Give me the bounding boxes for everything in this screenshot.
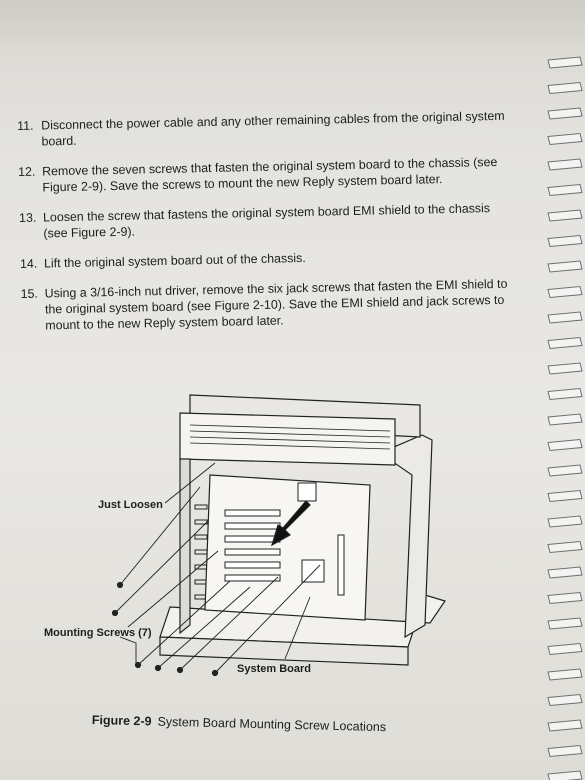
removal-arrow xyxy=(271,500,311,547)
chassis-left-wall xyxy=(179,458,191,635)
step-text: Disconnect the power cable and any other… xyxy=(41,108,505,149)
binding-coil xyxy=(547,693,583,707)
step-13: 13. Loosen the screw that fastens the or… xyxy=(19,200,510,242)
step-number: 15. xyxy=(20,286,39,301)
callout-mounting-screws: Mounting Screws (7) xyxy=(44,627,152,639)
expansion-slots xyxy=(194,504,208,600)
figure-2-9: Just Loosen Mounting Screws (7) System B… xyxy=(40,375,460,685)
binding-coil xyxy=(547,744,583,758)
binding-coil xyxy=(547,107,583,120)
binding-coil xyxy=(547,515,583,528)
step-number: 13. xyxy=(18,210,37,225)
binding-coil xyxy=(547,132,583,146)
binding-coil xyxy=(547,260,583,273)
step-text: Remove the seven screws that fasten the … xyxy=(41,154,498,195)
binding-coil xyxy=(547,566,583,579)
chassis-illustration xyxy=(111,394,446,677)
board-connectors xyxy=(224,482,345,596)
binding-coil xyxy=(547,464,583,477)
step-number: 14. xyxy=(19,256,38,271)
step-11: 11. Disconnect the power cable and any o… xyxy=(17,108,508,150)
binding-coil xyxy=(547,234,583,248)
binding-coil xyxy=(547,81,583,95)
page-shadow xyxy=(0,0,585,55)
leader-lines xyxy=(114,462,321,674)
callout-just-loosen: Just Loosen xyxy=(98,499,163,511)
binding-coil xyxy=(547,591,583,605)
step-15: 15. Using a 3/16-inch nut driver, remove… xyxy=(21,276,512,334)
chassis-right-wall xyxy=(378,434,433,639)
binding-coil xyxy=(547,617,583,630)
step-text: Loosen the screw that fastens the origin… xyxy=(42,201,491,241)
caption-text: System Board Mounting Screw Locations xyxy=(157,714,387,735)
step-number: 12. xyxy=(17,164,36,179)
spiral-binding xyxy=(547,56,583,780)
binding-coil xyxy=(547,770,583,780)
step-14: 14. Lift the original system board out o… xyxy=(20,246,510,272)
binding-coil xyxy=(547,285,583,299)
caption-label: Figure 2-9 xyxy=(91,713,152,729)
step-text: Using a 3/16-inch nut driver, remove the… xyxy=(44,276,508,333)
instruction-steps: 11. Disconnect the power cable and any o… xyxy=(17,108,512,348)
binding-coil xyxy=(547,489,583,503)
binding-coil xyxy=(547,719,583,732)
binding-coil xyxy=(547,387,583,401)
figure-caption: Figure 2-9 System Board Mounting Screw Lo… xyxy=(92,713,387,734)
binding-coil xyxy=(547,56,583,69)
step-12: 12. Remove the seven screws that fasten … xyxy=(18,154,509,196)
binding-coil xyxy=(547,438,583,452)
binding-coil xyxy=(547,311,583,324)
binding-coil xyxy=(547,336,583,350)
step-text: Lift the original system board out of th… xyxy=(43,250,306,271)
binding-coil xyxy=(547,668,583,681)
binding-coil xyxy=(547,642,583,656)
vent-holes xyxy=(189,424,391,450)
step-number: 11. xyxy=(17,118,34,133)
binding-coil xyxy=(547,413,583,426)
binding-coil xyxy=(547,209,583,222)
callout-system-board: System Board xyxy=(237,663,311,675)
binding-coil xyxy=(547,540,583,554)
binding-coil xyxy=(547,158,583,171)
drive-bay-cage xyxy=(179,412,396,466)
binding-coil xyxy=(547,362,583,375)
binding-coil xyxy=(547,183,583,197)
chassis-base-front xyxy=(159,636,409,666)
